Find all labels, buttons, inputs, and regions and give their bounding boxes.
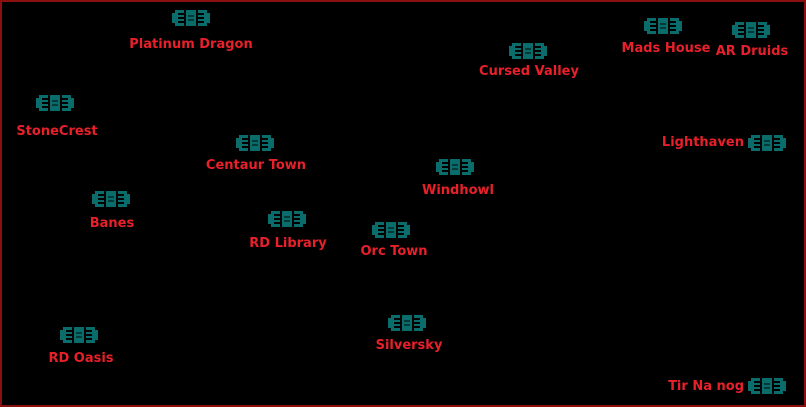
building-icon[interactable] [388,315,426,331]
building-icon[interactable] [92,191,130,207]
location-label: Tir Na nog [668,379,744,394]
location-label: Platinum Dragon [129,37,253,52]
building-icon[interactable] [36,95,74,111]
building-icon[interactable] [748,135,786,151]
location-label: Mads House [621,41,711,56]
location-label: Centaur Town [205,158,307,173]
location-label: Windhowl [421,183,495,198]
location-label: RD Library [249,236,327,251]
location-label: RD Oasis [48,351,114,366]
building-icon[interactable] [236,135,274,151]
location-label: Banes [89,216,135,231]
building-icon[interactable] [172,10,210,26]
building-icon[interactable] [60,327,98,343]
location-label: StoneCrest [16,124,98,139]
building-icon[interactable] [372,222,410,238]
location-label: AR Druids [715,44,789,59]
building-icon[interactable] [268,211,306,227]
building-icon[interactable] [748,378,786,394]
location-label: Silversky [375,338,443,353]
building-icon[interactable] [732,22,770,38]
location-label: Lighthaven [661,135,744,150]
building-icon[interactable] [436,159,474,175]
location-label: Orc Town [360,244,428,259]
location-label: Cursed Valley [479,64,579,79]
building-icon[interactable] [509,43,547,59]
building-icon[interactable] [644,18,682,34]
